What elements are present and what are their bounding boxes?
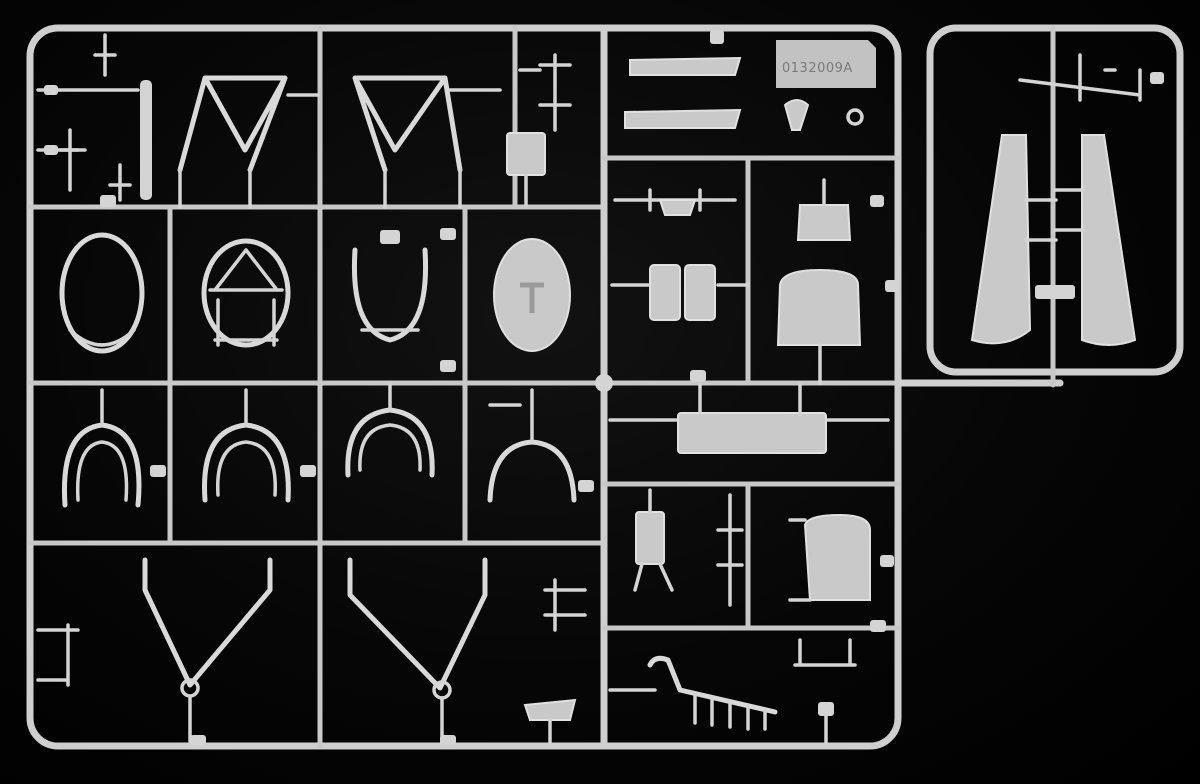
rod-part: [716, 493, 744, 607]
stand-part: [793, 638, 857, 667]
hinge-pair: [610, 264, 750, 321]
triangular-strut-left: [177, 75, 288, 209]
arch-frame-4: [487, 388, 577, 503]
small-knob-part: [818, 702, 834, 744]
secondary-sprue-frame: [926, 24, 1184, 388]
oval-frame-1: [59, 232, 145, 354]
horseshoe-frame-3: [345, 383, 435, 478]
v-strut-left: [142, 557, 273, 743]
sprue-gates: [44, 30, 899, 745]
seat-part-lower: [788, 513, 871, 602]
rail-parts-top: [518, 53, 742, 132]
block-part-left: [506, 132, 546, 207]
horseshoe-frame-2: [202, 388, 291, 503]
part-number-text: 0132009A: [782, 61, 853, 76]
triangular-strut-right: [352, 75, 463, 209]
part-number-plate: 0132009A: [776, 40, 876, 88]
small-parts-bottom-left: [36, 578, 587, 744]
horseshoe-frame-1: [61, 388, 142, 508]
u-frame-3: [351, 230, 429, 343]
comb-manifold-part: [608, 655, 778, 731]
clamp-part: [613, 188, 737, 216]
bar-part: [608, 383, 890, 454]
oval-plate-4: [493, 238, 571, 352]
oval-frame-2: [201, 238, 291, 348]
v-strut-right: [347, 557, 488, 745]
pod-part: [783, 99, 864, 131]
main-sprue-frame: [26, 24, 1064, 750]
bracket-part: [633, 488, 674, 592]
seat-part-upper: [776, 268, 862, 385]
cup-part: [796, 178, 852, 241]
